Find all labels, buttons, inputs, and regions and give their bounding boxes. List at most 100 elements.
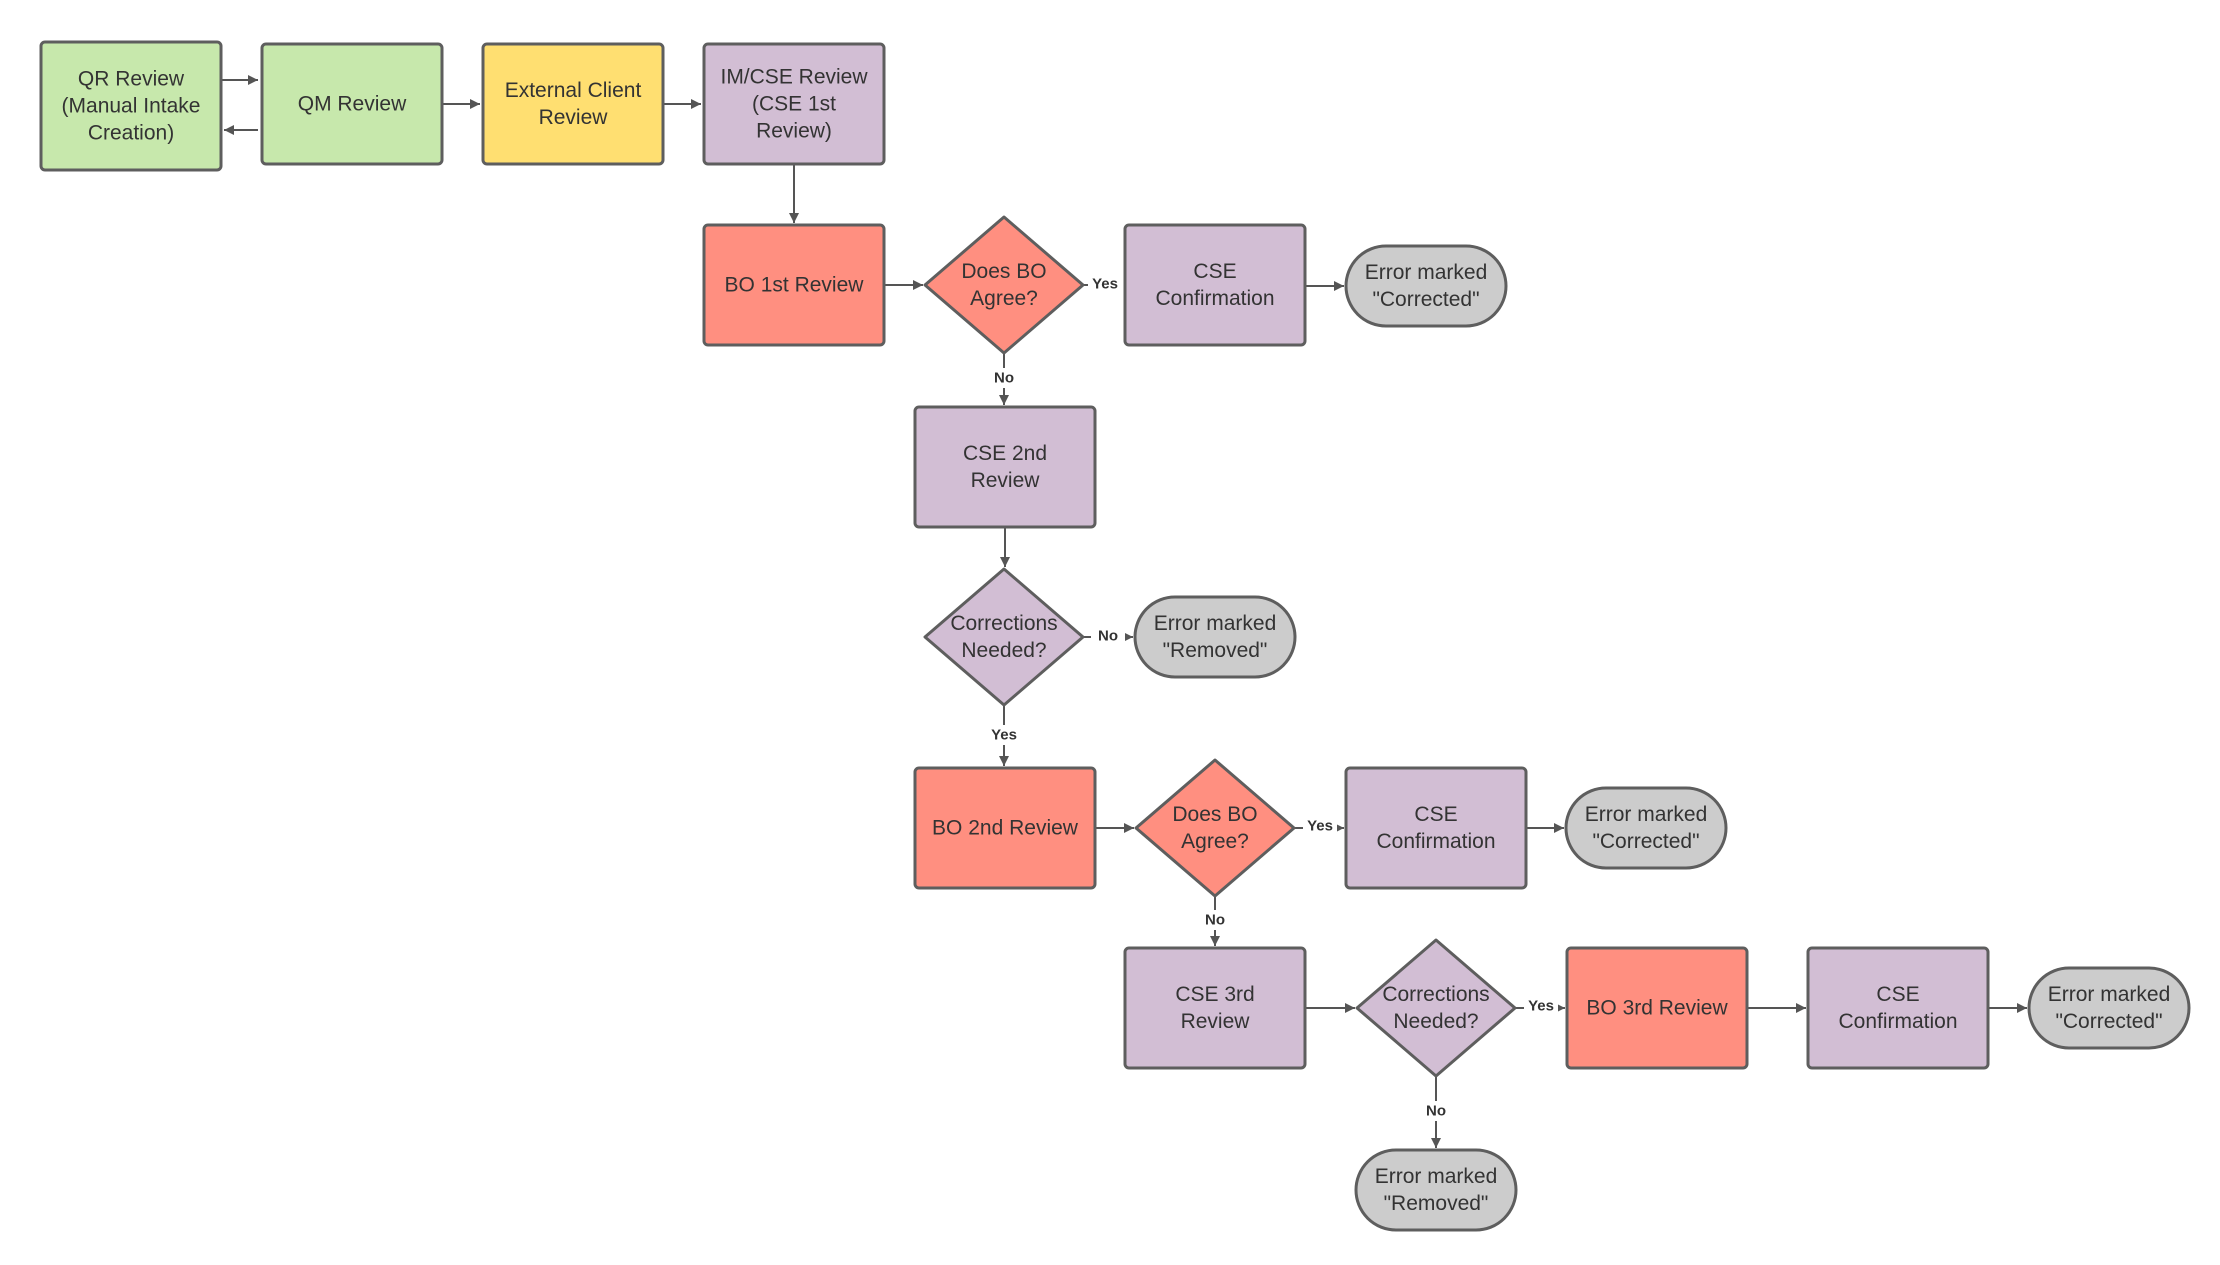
- node-does-bo-agree-1: Does BO Agree?: [923, 215, 1085, 355]
- edge-label-yes: Yes: [1307, 818, 1333, 835]
- node-label-corrections-needed-2: Needed?: [1393, 1010, 1478, 1033]
- node-shape-cse-2nd-review: [913, 405, 1097, 529]
- node-label-cse-3rd-review: CSE 3rd: [1175, 983, 1254, 1006]
- node-shape-bo-3rd-review: [1565, 946, 1749, 1070]
- node-label-external-client-review: External Client: [505, 79, 642, 102]
- node-label-cse-confirmation-3: CSE: [1876, 983, 1919, 1006]
- edge-label-no: No: [1205, 912, 1225, 929]
- node-error-removed-1: Error marked "Removed": [1133, 595, 1297, 679]
- node-shape-does-bo-agree-1: [923, 215, 1085, 355]
- node-does-bo-agree-2: Does BO Agree?: [1134, 758, 1296, 898]
- node-label-does-bo-agree-2: Does BO: [1172, 803, 1257, 826]
- node-label-does-bo-agree-1: Does BO: [961, 260, 1046, 283]
- node-shape-corrections-needed-2: [1355, 938, 1517, 1078]
- node-shape-bo-2nd-review: [913, 766, 1097, 890]
- edge-label-background: [1419, 1101, 1453, 1121]
- node-shape-qr-review: [39, 40, 223, 172]
- edge-label-no: No: [994, 370, 1014, 387]
- node-label-does-bo-agree-2: Agree?: [1181, 830, 1249, 853]
- node-shape-corrections-needed-1: [923, 567, 1085, 707]
- node-label-im-cse-review: (CSE 1st: [752, 93, 836, 116]
- node-label-im-cse-review: IM/CSE Review: [720, 66, 868, 89]
- node-label-cse-2nd-review: CSE 2nd: [963, 442, 1047, 465]
- node-bo-1st-review: BO 1st Review: [702, 223, 886, 347]
- node-shape-cse-3rd-review: [1123, 946, 1307, 1070]
- node-label-error-removed-1: "Removed": [1163, 639, 1268, 662]
- node-shape-cse-confirmation-3: [1806, 946, 1990, 1070]
- node-shape-error-removed-2: [1354, 1148, 1518, 1232]
- node-shape-error-corrected-1: [1344, 244, 1508, 328]
- node-label-qr-review: QR Review: [78, 68, 185, 91]
- node-bo-3rd-review: BO 3rd Review: [1565, 946, 1749, 1070]
- node-label-error-corrected-3: Error marked: [2048, 983, 2171, 1006]
- node-error-removed-2: Error marked "Removed": [1354, 1148, 1518, 1232]
- node-error-corrected-3: Error marked "Corrected": [2027, 966, 2191, 1050]
- edge-label-background: [1303, 816, 1337, 836]
- node-qm-review: QM Review: [260, 42, 444, 166]
- node-shape-im-cse-review: [702, 42, 886, 166]
- edge-label-yes: Yes: [1528, 998, 1554, 1015]
- node-cse-confirmation-2: CSE Confirmation: [1344, 766, 1528, 890]
- edge-label-background: [1088, 274, 1122, 294]
- node-label-bo-1st-review: BO 1st Review: [725, 274, 865, 297]
- node-label-cse-confirmation-1: Confirmation: [1155, 287, 1274, 310]
- node-shape-external-client-review: [481, 42, 665, 166]
- node-label-error-removed-1: Error marked: [1154, 612, 1277, 635]
- edge-label-no: No: [1098, 628, 1118, 645]
- node-label-qr-review: Creation): [88, 122, 174, 145]
- node-bo-2nd-review: BO 2nd Review: [913, 766, 1097, 890]
- node-label-corrections-needed-1: Corrections: [950, 612, 1057, 635]
- edge-label-yes: Yes: [991, 727, 1017, 744]
- node-label-error-removed-2: Error marked: [1375, 1165, 1498, 1188]
- node-label-cse-confirmation-3: Confirmation: [1838, 1010, 1957, 1033]
- node-label-qr-review: (Manual Intake: [62, 95, 201, 118]
- node-label-corrections-needed-2: Corrections: [1382, 983, 1489, 1006]
- node-shape-qm-review: [260, 42, 444, 166]
- node-error-corrected-2: Error marked "Corrected": [1564, 786, 1728, 870]
- node-label-im-cse-review: Review): [756, 120, 832, 143]
- edge-label-background: [1524, 996, 1558, 1016]
- node-label-bo-2nd-review: BO 2nd Review: [932, 817, 1079, 840]
- node-label-does-bo-agree-1: Agree?: [970, 287, 1038, 310]
- node-shape-cse-confirmation-1: [1123, 223, 1307, 347]
- edge-label-background: [987, 725, 1021, 745]
- node-shape-error-corrected-3: [2027, 966, 2191, 1050]
- node-error-corrected-1: Error marked "Corrected": [1344, 244, 1508, 328]
- node-cse-confirmation-1: CSE Confirmation: [1123, 223, 1307, 347]
- node-label-bo-3rd-review: BO 3rd Review: [1586, 997, 1728, 1020]
- node-label-external-client-review: Review: [539, 106, 609, 129]
- edge-label-yes: Yes: [1092, 276, 1118, 293]
- node-shape-does-bo-agree-2: [1134, 758, 1296, 898]
- node-label-qm-review: QM Review: [298, 93, 407, 116]
- edge-label-no: No: [1426, 1103, 1446, 1120]
- node-shape-cse-confirmation-2: [1344, 766, 1528, 890]
- edge-label-background: [987, 368, 1021, 388]
- node-label-error-corrected-1: "Corrected": [1372, 288, 1479, 311]
- node-label-corrections-needed-1: Needed?: [961, 639, 1046, 662]
- node-cse-confirmation-3: CSE Confirmation: [1806, 946, 1990, 1070]
- node-label-error-corrected-3: "Corrected": [2055, 1010, 2162, 1033]
- node-label-cse-2nd-review: Review: [971, 469, 1041, 492]
- edge-label-background: [1091, 626, 1125, 646]
- node-shape-error-corrected-2: [1564, 786, 1728, 870]
- node-label-error-corrected-2: "Corrected": [1592, 830, 1699, 853]
- node-label-cse-confirmation-2: Confirmation: [1376, 830, 1495, 853]
- node-shape-error-removed-1: [1133, 595, 1297, 679]
- node-label-error-corrected-2: Error marked: [1585, 803, 1708, 826]
- node-label-cse-3rd-review: Review: [1181, 1010, 1251, 1033]
- node-label-cse-confirmation-1: CSE: [1193, 260, 1236, 283]
- node-label-cse-confirmation-2: CSE: [1414, 803, 1457, 826]
- node-shape-bo-1st-review: [702, 223, 886, 347]
- node-label-error-removed-2: "Removed": [1384, 1192, 1489, 1215]
- node-label-error-corrected-1: Error marked: [1365, 261, 1488, 284]
